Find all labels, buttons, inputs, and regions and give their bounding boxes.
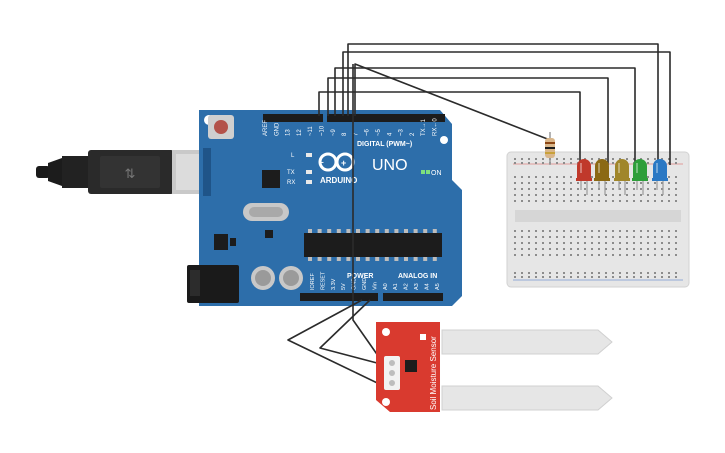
bottom-pin-label: 3.3V [331,278,337,290]
top-pin-label: ~6 [365,128,371,136]
top-pin-label: 13 [286,129,292,136]
bottom-pin-label: GND [352,278,358,290]
analog-label: ANALOG IN [398,273,437,280]
arduino-board[interactable]: L TX RX − + ARDUINO UNO ON DIGITAL (PWM~… [187,110,462,306]
top-pin-label: RX←0 [433,118,439,136]
header-top-right[interactable] [327,114,445,122]
soil-moisture-sensor[interactable]: Soil Moisture Sensor [376,322,613,412]
top-pin-label: GND [274,122,280,136]
led[interactable] [614,159,630,195]
top-pin-label: ~3 [399,128,405,136]
top-pin-label: TX→1 [421,118,427,136]
bottom-pin-label: A2 [404,283,410,290]
power-label: POWER [347,273,373,280]
sensor-label: Soil Moisture Sensor [429,336,438,410]
top-pin-label: 2 [410,132,416,136]
bottom-pin-labels: IOREF RESET 3.3V 5V GND GND Vin A0 A1 A2 A3 A4 A5 [310,271,441,290]
bottom-pin-label: A0 [383,283,389,290]
top-pin-label: ~9 [331,128,337,136]
leds[interactable] [576,159,668,195]
bottom-pin-label: 5V [341,283,347,290]
sensor-probe-bottom [441,385,613,411]
usb-icon: ⇅ [125,166,136,181]
svg-text:+: + [341,158,346,168]
digital-label: DIGITAL (PWM~) [357,141,412,148]
svg-text:−: − [319,158,324,167]
wire-resistor[interactable] [354,63,551,141]
resistor[interactable] [545,132,555,165]
header-power[interactable] [300,293,378,301]
sensor-probe-top [441,329,613,355]
top-pin-label: ~11 [308,126,314,136]
top-pin-label: ~5 [376,128,382,136]
wire-pin12[interactable] [318,91,581,165]
tx-label: TX [287,170,295,176]
rx-label: RX [287,180,295,186]
usb-cable[interactable]: ⇅ [36,150,208,194]
led[interactable] [594,159,610,195]
wires[interactable] [287,43,671,393]
bottom-pin-label: GND [362,278,368,290]
led-l-label: L [291,153,295,159]
wire-pin9[interactable] [342,51,671,165]
bottom-pin-label: A1 [393,283,399,290]
bottom-pin-label: IOREF [310,273,316,290]
top-pin-label: 12 [297,129,303,136]
bottom-pin-label: A5 [435,283,441,290]
bottom-pin-label: A3 [414,283,420,290]
top-pin-label: ~10 [320,125,326,136]
bottom-pin-label: RESET [320,271,326,290]
wire-vcc-sensor[interactable] [287,299,397,393]
top-pin-label: 7 [353,132,359,136]
wire-pin11[interactable] [327,77,609,165]
header-top-left[interactable] [263,114,323,122]
top-pin-label: AREF [263,120,269,136]
wire-pin10[interactable] [334,67,636,165]
led[interactable] [576,159,592,195]
led[interactable] [652,159,668,195]
board-model: UNO [372,157,408,174]
top-pin-labels: AREF GND 13 12 ~11 ~10 ~9 8 7 ~6 ~5 4 ~3 2 TX→1 RX←0 [263,118,439,136]
top-pin-label: 4 [387,132,393,136]
bottom-pin-label: Vin [372,282,378,290]
on-indicator-label: ON [431,170,442,177]
microcontroller-chip [304,233,442,257]
wire-pin8[interactable] [347,43,659,165]
wire-a0-sensor[interactable] [319,299,397,369]
bottom-pin-label: A4 [424,283,430,290]
arduino-logo-text: ARDUINO [320,176,357,185]
header-analog[interactable] [383,293,443,301]
top-pin-label: 8 [342,132,348,136]
led[interactable] [632,159,648,195]
